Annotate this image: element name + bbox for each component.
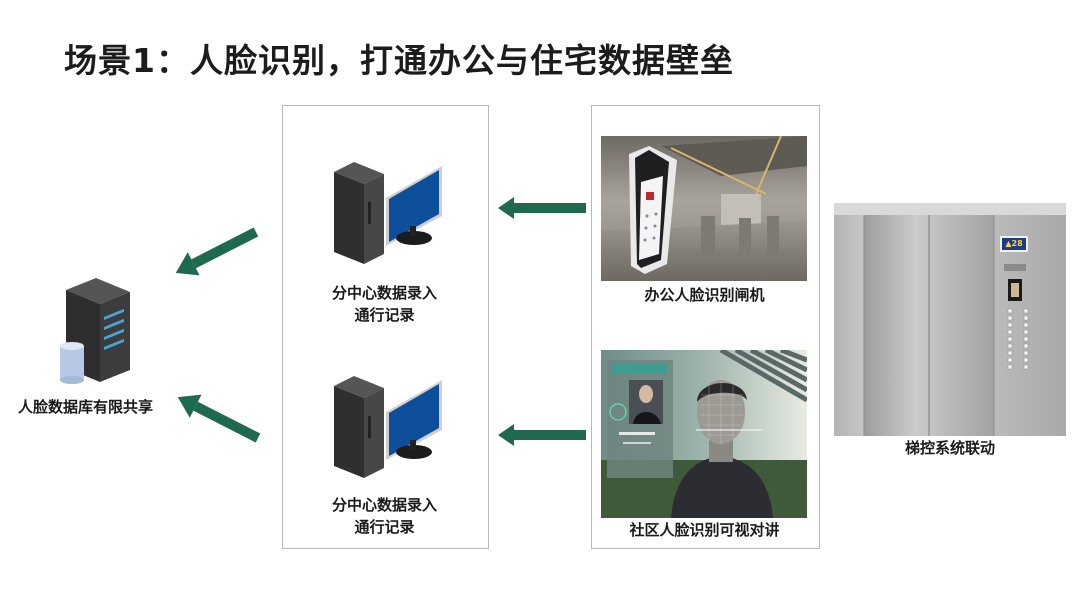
arrow-intercom-to-subcenter2 — [498, 424, 586, 446]
page-title: 场景1：人脸识别，打通办公与住宅数据壁垒 — [64, 41, 734, 80]
subcenter2-label: 分中心数据录入 通行记录 — [282, 494, 487, 538]
database-server-icon — [60, 278, 130, 384]
office-gate-label: 办公人脸识别闸机 — [644, 286, 765, 304]
elevator-direction-icon: ▲ — [1005, 239, 1012, 248]
database-node — [40, 270, 160, 390]
subcenter1-label-line2: 通行记录 — [354, 306, 415, 324]
community-face-recognition-intercom-photo — [601, 350, 807, 518]
database-label: 人脸数据库有限共享 — [18, 398, 154, 416]
desktop-computer-icon — [334, 376, 442, 478]
subcenter1-label-line1: 分中心数据录入 — [331, 284, 437, 302]
elevator-photo: ▲28 — [834, 203, 1066, 436]
elevator-label: 梯控系统联动 — [904, 439, 995, 457]
office-face-recognition-gate-photo — [601, 136, 807, 281]
subcenter2-label-line1: 分中心数据录入 — [331, 496, 437, 514]
arrow-subcenter2-to-database — [177, 394, 261, 443]
desktop-computer-icon — [334, 162, 442, 264]
arrow-gate-to-subcenter1 — [498, 197, 586, 219]
subcenter-panel — [282, 105, 489, 549]
elevator-floor-display: ▲28 — [1002, 238, 1026, 250]
subcenter1-label: 分中心数据录入 通行记录 — [282, 282, 487, 326]
community-intercom-label: 社区人脸识别可视对讲 — [629, 521, 780, 539]
elevator-floor-number: 28 — [1011, 239, 1023, 248]
arrow-subcenter1-to-database — [175, 227, 259, 276]
subcenter2-label-line2: 通行记录 — [354, 518, 415, 536]
